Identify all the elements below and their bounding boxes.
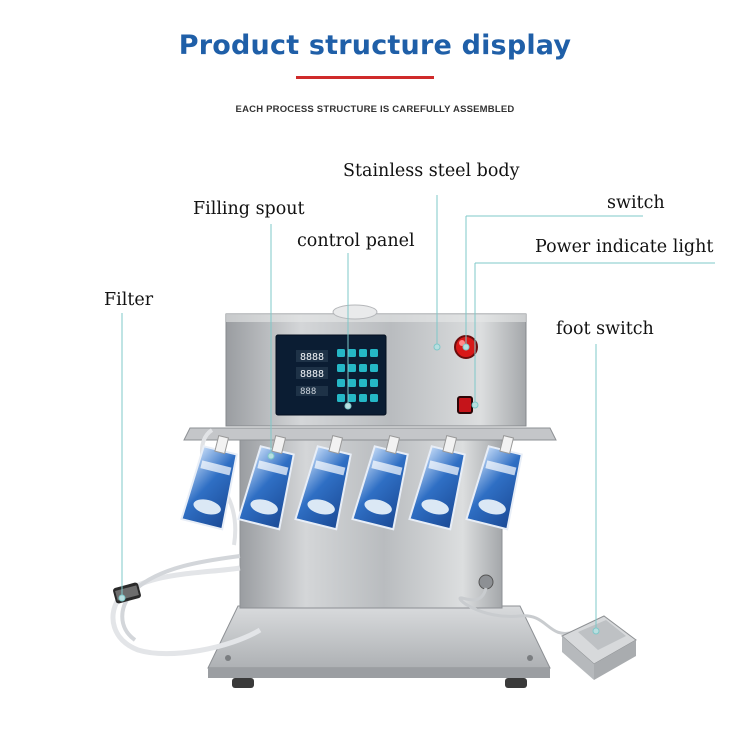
power-switch <box>457 396 473 414</box>
label-foot-switch: foot switch <box>556 319 654 339</box>
keypad <box>337 349 378 402</box>
svg-text:888: 888 <box>300 387 316 397</box>
pouch <box>294 435 352 531</box>
pouch <box>351 435 409 531</box>
foot-switch-icon <box>561 615 637 680</box>
page-title: Product structure display <box>178 30 572 61</box>
label-switch: switch <box>607 193 665 213</box>
inlet-tube <box>110 565 262 657</box>
keypad-button <box>337 364 345 372</box>
pouch <box>237 435 295 531</box>
keypad-button <box>348 379 356 387</box>
svg-text:8888: 8888 <box>300 369 324 380</box>
keypad-button <box>359 379 367 387</box>
pouch <box>408 435 466 531</box>
keypad-button <box>337 349 345 357</box>
keypad-button <box>348 394 356 402</box>
keypad-button <box>348 349 356 357</box>
pouch <box>465 435 523 531</box>
pouch-row <box>180 435 523 531</box>
keypad-button <box>348 364 356 372</box>
pouch <box>180 435 238 531</box>
keypad-button <box>359 394 367 402</box>
leader-lines <box>121 195 715 631</box>
keypad-button <box>359 364 367 372</box>
title-underline <box>296 76 434 79</box>
label-control-panel: control panel <box>297 231 415 251</box>
label-filter: Filter <box>104 290 154 310</box>
label-filling-spout: Filling spout <box>193 199 305 219</box>
label-power-indicate-light: Power indicate light <box>535 237 714 257</box>
svg-text:8888: 8888 <box>300 352 324 363</box>
keypad-button <box>359 349 367 357</box>
foot-switch-cable <box>458 587 575 635</box>
page-subtitle: EACH PROCESS STRUCTURE IS CAREFULLY ASSE… <box>235 104 515 115</box>
label-stainless-steel-body: Stainless steel body <box>343 161 520 181</box>
keypad-button <box>370 379 378 387</box>
keypad-button <box>337 379 345 387</box>
keypad-button <box>370 349 378 357</box>
base-plate <box>207 605 551 688</box>
control-panel-display: 8888 8888 888 <box>275 334 387 416</box>
keypad-button <box>337 394 345 402</box>
keypad-button <box>370 394 378 402</box>
keypad-button <box>370 364 378 372</box>
filter-icon <box>113 582 141 604</box>
